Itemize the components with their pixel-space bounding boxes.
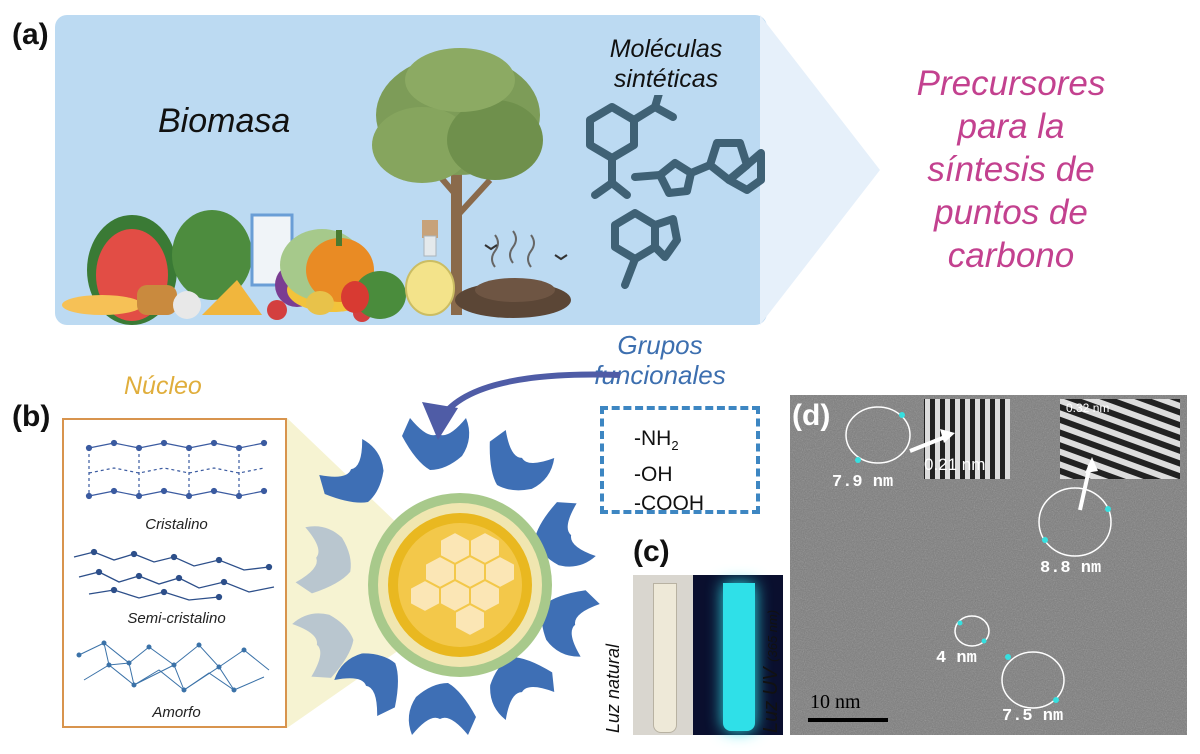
molecules-icon: [586, 95, 765, 289]
panel-label-a: (a): [12, 18, 49, 51]
synthetic-molecules-label: Moléculas sintéticas: [596, 34, 736, 94]
panel-label-d: (d): [792, 399, 831, 432]
uv-light-label: Luz UV (365 nm): [760, 610, 783, 733]
group-nh2: -NH2: [634, 424, 756, 460]
functional-groups-box: -NH2 -OH -COOH: [600, 406, 760, 515]
compost-icon: [455, 230, 571, 318]
tem-image: (d) 0.21 nm 0.32 nm 7.9 nm 8.8 nm 4 nm 7…: [790, 395, 1187, 735]
particle-2-outline: [1038, 487, 1112, 557]
precursors-line-5: carbono: [947, 236, 1075, 275]
scale-bar-label: 10 nm: [810, 691, 861, 713]
core-title: Núcleo: [124, 372, 202, 400]
panel-label-c: (c): [633, 535, 670, 568]
uv-light-photo: [693, 575, 783, 735]
tem-overlay: [790, 395, 1187, 735]
arrow-wedge: [760, 15, 880, 325]
particle-4-outline: [1001, 651, 1065, 709]
group-cooh: -COOH: [634, 492, 704, 516]
synthetic-molecules-line-2: sintéticas: [613, 65, 719, 93]
carbon-dot-diagram: [291, 371, 620, 735]
group-nh2-text: -NH: [634, 427, 672, 450]
biomass-label: Biomasa: [158, 102, 291, 140]
uv-light-text: Luz UV: [760, 667, 782, 733]
group-oh: -OH: [634, 463, 673, 487]
natural-light-photo: [633, 575, 693, 735]
precursors-line-4: puntos de: [934, 193, 1088, 232]
vials-photo: [633, 575, 783, 735]
uv-vial: [723, 583, 755, 731]
natural-light-label: Luz natural: [603, 643, 623, 733]
lattice-label-1: 0.21 nm: [924, 455, 986, 474]
vegetables-icon: [306, 230, 406, 319]
lattice-inset-2: [1060, 399, 1180, 479]
amorphous-lattice: [76, 640, 270, 693]
tree-icon: [372, 48, 543, 315]
crystalline-lattice: [85, 439, 268, 500]
group-nh2-subscript: 2: [671, 438, 679, 454]
precursors-line-2: para la: [957, 107, 1065, 146]
amorphous-label: Amorfo: [152, 704, 201, 721]
particle-label-3: 4 nm: [936, 649, 977, 668]
lattice-label-2: 0.32 nm: [1066, 401, 1110, 415]
core-structures-box: Cristalino Semi-cristalino Amorfo: [62, 418, 287, 728]
precursors-line-3: síntesis de: [927, 150, 1095, 189]
semicrystalline-label: Semi-cristalino: [127, 610, 226, 627]
uv-wavelength: (365 nm): [765, 609, 780, 662]
semicrystalline-lattice: [73, 548, 275, 601]
particle-1-outline: [845, 406, 911, 464]
functional-groups-line-1: Grupos: [617, 330, 703, 360]
particle-3-outline: [954, 615, 990, 647]
panel-label-b: (b): [12, 400, 51, 433]
precursors-line-1: Precursores: [916, 64, 1106, 103]
natural-vial: [653, 583, 677, 733]
particle-label-4: 7.5 nm: [1002, 707, 1064, 726]
crystalline-label: Cristalino: [145, 516, 208, 533]
particle-label-2: 8.8 nm: [1040, 559, 1102, 578]
particle-label-1: 7.9 nm: [832, 473, 894, 492]
synthetic-molecules-line-1: Moléculas: [609, 35, 723, 63]
precursors-text: Precursores para la síntesis de puntos d…: [880, 62, 1142, 277]
oil-bottle-icon: [405, 220, 455, 316]
